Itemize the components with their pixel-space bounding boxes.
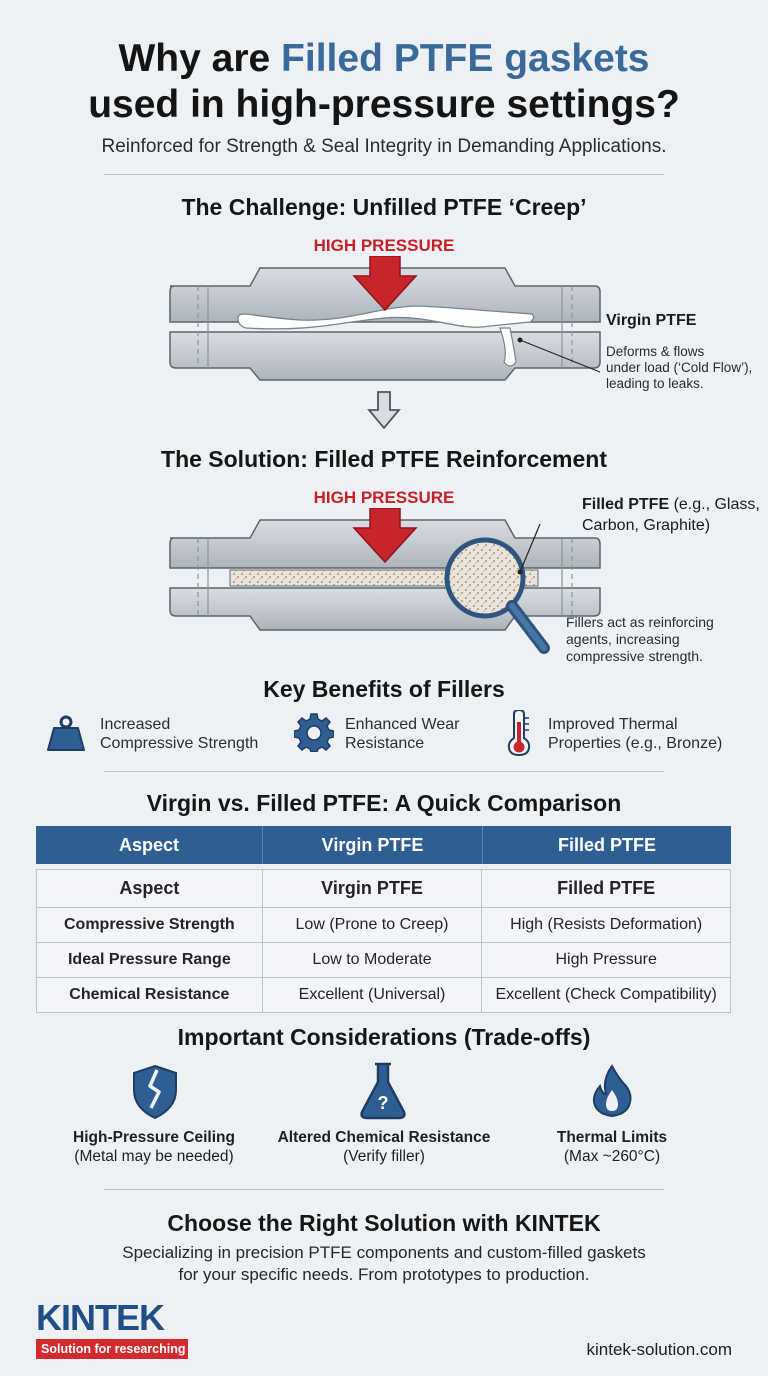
table-row: Ideal Pressure Range Low to Moderate Hig… — [36, 942, 731, 978]
table-cell: Excellent (Universal) — [261, 977, 483, 1013]
flame-icon — [592, 1064, 632, 1118]
kintek-logo[interactable]: KINTEK Solution for researching — [36, 1300, 188, 1359]
table-row: Chemical Resistance Excellent (Universal… — [36, 977, 731, 1013]
filled-callout-title: Filled PTFE (e.g., Glass, Carbon, Graphi… — [582, 496, 760, 534]
divider — [104, 174, 664, 175]
consideration-pressure-ceiling: High-Pressure Ceiling (Metal may be need… — [73, 1129, 235, 1165]
header-aspect: Aspect — [118, 835, 180, 855]
challenge-heading: The Challenge: Unfilled PTFE ‘Creep’ — [181, 194, 587, 220]
svg-text:?: ? — [378, 1093, 389, 1113]
comparison-header-bar: Aspect Virgin PTFE Filled PTFE — [36, 826, 731, 864]
table-cell: Low (Prone to Creep) — [261, 907, 483, 943]
table-cell: Compressive Strength — [36, 907, 263, 943]
filled-gasket-flange-diagram — [169, 508, 601, 654]
thermometer-icon — [507, 710, 531, 756]
table-row: Compressive Strength Low (Prone to Creep… — [36, 907, 731, 943]
considerations-heading: Important Considerations (Trade-offs) — [177, 1024, 591, 1050]
gear-icon — [294, 713, 334, 752]
table-cell: Aspect — [36, 869, 263, 908]
virgin-callout-title: Virgin PTFE — [606, 312, 697, 329]
benefits-heading: Key Benefits of Fillers — [263, 676, 505, 702]
table-cell: Low to Moderate — [261, 942, 483, 978]
comparison-heading: Virgin vs. Filled PTFE: A Quick Comparis… — [146, 790, 622, 816]
header-filled: Filled PTFE — [482, 826, 731, 864]
table-cell: Excellent (Check Compatibility) — [481, 977, 731, 1013]
header-virgin: Virgin PTFE — [262, 826, 482, 864]
benefit-wear-resistance: Enhanced Wear Resistance — [345, 716, 460, 752]
divider — [104, 771, 664, 772]
consideration-thermal-limits: Thermal Limits (Max ~260°C) — [556, 1129, 668, 1165]
down-arrow-icon — [367, 391, 401, 430]
table-cell: Chemical Resistance — [36, 977, 263, 1013]
filled-callout-text: Fillers act as reinforcing agents, incre… — [566, 614, 714, 664]
solution-heading: The Solution: Filled PTFE Reinforcement — [161, 446, 607, 472]
broken-shield-icon — [133, 1064, 177, 1120]
page-title: Why are Filled PTFE gaskets used in high… — [88, 37, 680, 126]
comparison-table: Aspect Virgin PTFE Filled PTFE Compressi… — [36, 869, 731, 1013]
weight-icon — [47, 715, 85, 751]
website-link[interactable]: kintek-solution.com — [586, 1340, 732, 1359]
solution-pressure-label: HIGH PRESSURE — [313, 488, 455, 507]
benefit-compressive-strength: Increased Compressive Strength — [100, 716, 259, 752]
table-cell: Filled PTFE — [481, 869, 731, 908]
table-cell: High (Resists Deformation) — [481, 907, 731, 943]
consideration-chemical-resistance: Altered Chemical Resistance (Verify fill… — [277, 1129, 491, 1165]
logo-wordmark: KINTEK — [36, 1297, 165, 1338]
table-cell: Ideal Pressure Range — [36, 942, 263, 978]
benefit-thermal-properties: Improved Thermal Properties (e.g., Bronz… — [548, 716, 723, 752]
cta-heading: Choose the Right Solution with KINTEK — [167, 1210, 601, 1236]
table-cell: High Pressure — [481, 942, 731, 978]
virgin-gasket-flange-diagram — [169, 256, 601, 381]
logo-tagline: Solution for researching — [36, 1339, 188, 1359]
virgin-callout-text: Deforms & flows under load (‘Cold Flow’)… — [606, 344, 753, 391]
table-cell: Virgin PTFE — [261, 869, 483, 908]
page-subtitle: Reinforced for Strength & Seal Integrity… — [101, 136, 667, 157]
divider — [104, 1189, 664, 1190]
challenge-pressure-label: HIGH PRESSURE — [313, 236, 455, 255]
cta-text: Specializing in precision PTFE component… — [122, 1243, 646, 1284]
table-header-row: Aspect Virgin PTFE Filled PTFE — [36, 869, 731, 908]
flask-icon: ? — [360, 1062, 406, 1120]
